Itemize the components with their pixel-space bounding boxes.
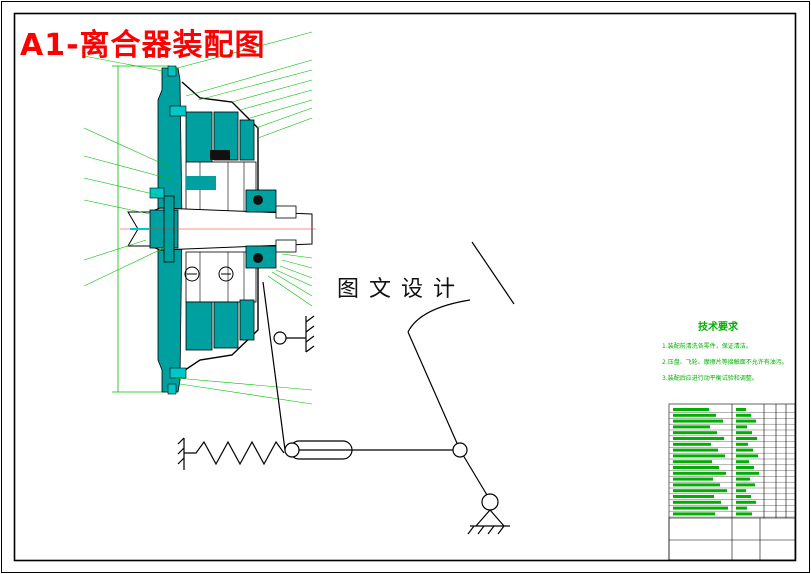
parts-list-entry-mark bbox=[673, 408, 709, 411]
parts-list-rows bbox=[669, 408, 795, 518]
drawing-title: A1-离合器装配图 bbox=[20, 28, 266, 63]
part-leaders bbox=[83, 31, 313, 405]
technical-note-2: 2.压盘、飞轮、摩擦片等接触面不允许有油污。 bbox=[662, 359, 788, 366]
parts-list-material-mark bbox=[736, 442, 748, 446]
parts-list-material-mark bbox=[736, 419, 756, 423]
parts-list-entry-mark bbox=[673, 419, 723, 423]
parts-list-material-mark bbox=[736, 489, 746, 493]
input-shaft bbox=[120, 195, 316, 263]
technical-note-3: 3.装配后应进行动平衡试验和调整。 bbox=[662, 375, 758, 382]
technical-requirements-heading: 技术要求 bbox=[698, 322, 738, 333]
pressure-plate-lower bbox=[184, 251, 257, 351]
parts-list-material-mark bbox=[736, 495, 751, 498]
parts-list-entry-mark bbox=[673, 506, 728, 510]
parts-list-material-mark bbox=[736, 413, 751, 417]
parts-list-material-mark bbox=[736, 408, 746, 411]
parts-list-entry-mark bbox=[673, 425, 710, 429]
parts-list-material-mark bbox=[736, 500, 756, 504]
parts-list-material-mark bbox=[736, 448, 753, 452]
parts-list-material-mark bbox=[736, 460, 749, 464]
dimension-bracket bbox=[112, 65, 170, 393]
technical-note-1: 1.装配前清洗各零件，保证清洁。 bbox=[662, 343, 752, 350]
parts-list-entry-mark bbox=[673, 460, 712, 464]
parts-list-material-mark bbox=[736, 425, 747, 429]
parts-list-entry-mark bbox=[673, 477, 713, 481]
parts-list-material-mark bbox=[736, 471, 759, 475]
parts-list-entry-mark bbox=[673, 512, 715, 516]
watermark-text: 图文设计 bbox=[337, 277, 466, 302]
parts-list-material-mark bbox=[736, 483, 755, 487]
release-bearing bbox=[245, 189, 297, 269]
parts-list-entry-mark bbox=[673, 442, 711, 446]
parts-list-entry-mark bbox=[673, 454, 725, 458]
pressure-plate-upper bbox=[185, 111, 257, 215]
parts-list-material-mark bbox=[736, 477, 750, 481]
parts-list-entry-mark bbox=[673, 500, 721, 504]
parts-list-entry-mark bbox=[673, 495, 714, 498]
parts-list-entry-mark bbox=[673, 431, 717, 435]
inner-border bbox=[13, 12, 797, 562]
release-linkage bbox=[177, 241, 515, 535]
parts-list-entry-mark bbox=[673, 471, 726, 475]
parts-list-entry-mark bbox=[673, 466, 719, 469]
clutch-assembly bbox=[83, 31, 316, 405]
parts-list-entry-mark bbox=[673, 489, 727, 493]
parts-list-material-mark bbox=[736, 431, 752, 435]
parts-list-material-mark bbox=[736, 506, 747, 510]
parts-list-entry-mark bbox=[673, 437, 724, 440]
parts-list-material-mark bbox=[736, 512, 752, 516]
parts-list-table bbox=[668, 403, 796, 561]
parts-list-material-mark bbox=[736, 437, 757, 440]
parts-list-entry-mark bbox=[673, 483, 720, 487]
parts-list-entry-mark bbox=[673, 448, 718, 452]
parts-list-entry-mark bbox=[673, 413, 716, 417]
parts-list-material-mark bbox=[736, 466, 754, 469]
parts-list-material-mark bbox=[736, 454, 758, 458]
